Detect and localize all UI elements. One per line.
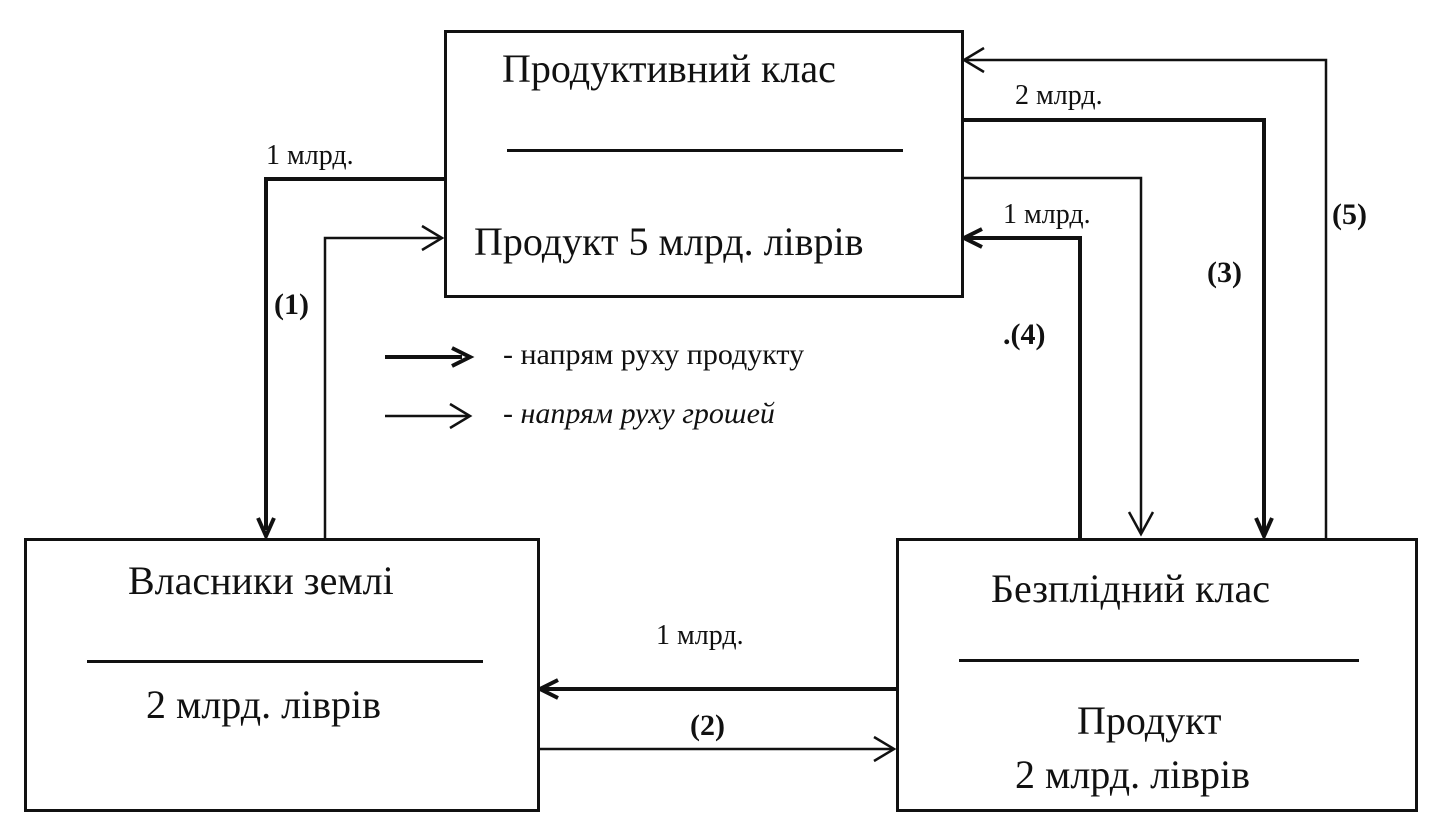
flow-4-product-arrowhead bbox=[959, 227, 983, 249]
legend-money-label: - напрям руху грошей bbox=[503, 397, 775, 430]
sterile-class-product-line1: Продукт bbox=[1077, 698, 1222, 743]
flow-4-product-arrow bbox=[966, 236, 1082, 538]
productive-class-product: Продукт 5 млрд. ліврів bbox=[474, 219, 864, 264]
flow-4-number: .(4) bbox=[1003, 318, 1046, 351]
flow-4-amount: 1 млрд. bbox=[1003, 199, 1091, 230]
landowners-title: Власники землі bbox=[128, 558, 394, 603]
flow-2-product-arrowhead bbox=[535, 678, 559, 700]
flow-1-amount: 1 млрд. bbox=[266, 140, 354, 171]
flow-5-money-arrowhead bbox=[961, 46, 985, 74]
flow-2-amount: 1 млрд. bbox=[656, 620, 744, 651]
flow-2-money-arrowhead bbox=[873, 735, 897, 763]
flow-1-product-arrowhead bbox=[256, 517, 276, 541]
sterile-class-title: Безплідний клас bbox=[991, 566, 1270, 611]
flow-2-number: (2) bbox=[690, 709, 725, 742]
flow-5-number: (5) bbox=[1332, 198, 1367, 231]
productive-class-box: Продуктивний клас Продукт 5 млрд. ліврів bbox=[444, 30, 964, 298]
landowners-box: Власники землі 2 млрд. ліврів bbox=[24, 538, 540, 812]
flow-3-product-arrow bbox=[962, 118, 1266, 532]
legend-product-label: - напрям руху продукту bbox=[503, 338, 805, 371]
flow-5-money-arrow bbox=[966, 58, 1328, 538]
sterile-class-product-line2: 2 млрд. ліврів bbox=[1015, 752, 1251, 797]
legend-money-arrowhead bbox=[449, 402, 473, 430]
productive-class-divider bbox=[507, 149, 903, 152]
flow-money-productive-sterile-arrow bbox=[962, 176, 1143, 532]
flow-3-amount: 2 млрд. bbox=[1015, 80, 1103, 111]
flow-money-productive-sterile-arrowhead bbox=[1127, 511, 1155, 537]
legend-product-arrowhead bbox=[451, 346, 475, 368]
flow-1-money-arrow bbox=[323, 236, 440, 538]
flow-1-product-arrow bbox=[264, 177, 446, 530]
flow-3-product-arrowhead bbox=[1254, 517, 1274, 541]
productive-class-title: Продуктивний клас bbox=[502, 46, 836, 91]
flow-1-money-arrowhead bbox=[421, 224, 445, 252]
sterile-class-box: Безплідний клас Продукт 2 млрд. ліврів bbox=[896, 538, 1418, 812]
landowners-value: 2 млрд. ліврів bbox=[146, 682, 382, 727]
flow-3-number: (3) bbox=[1207, 256, 1242, 289]
flow-1-number: (1) bbox=[274, 288, 309, 321]
landowners-divider bbox=[87, 660, 483, 663]
sterile-class-divider bbox=[959, 659, 1359, 662]
